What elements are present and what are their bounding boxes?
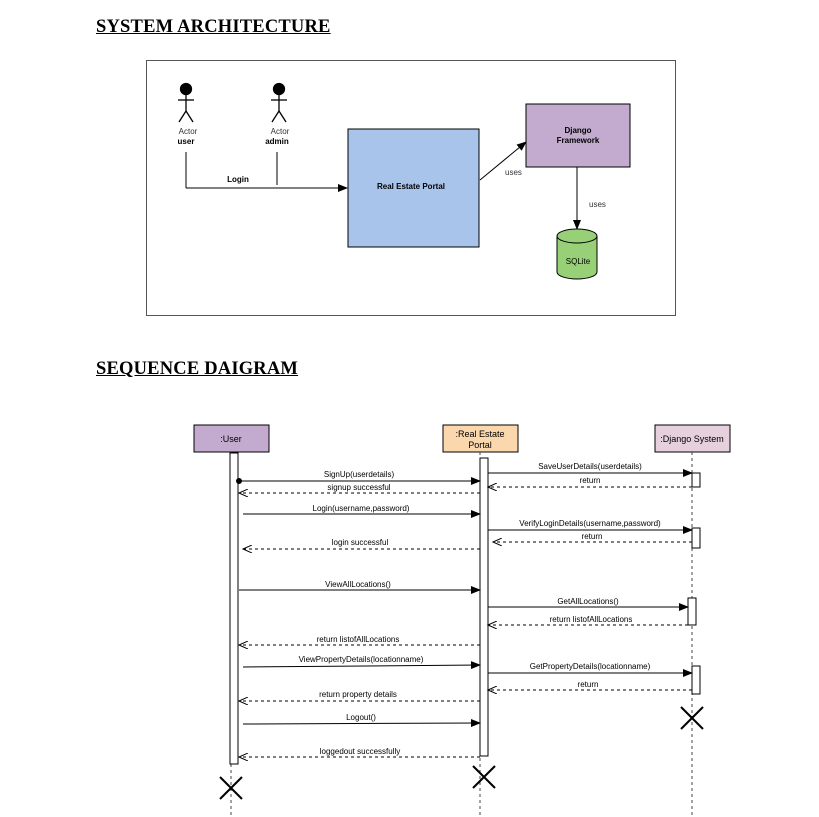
django-label-line1: Django bbox=[564, 126, 591, 135]
lifeline-portal-label-line1: :Real Estate bbox=[455, 429, 504, 439]
django-activation-1 bbox=[691, 472, 701, 488]
actor-admin bbox=[271, 82, 287, 123]
django-label-line2: Framework bbox=[557, 136, 600, 145]
real-estate-portal-label: Real Estate Portal bbox=[377, 182, 445, 191]
msg-view-property-details: ViewPropertyDetails(locationname) bbox=[299, 655, 424, 664]
msg-signup-successful: signup successful bbox=[327, 483, 390, 492]
actor-user bbox=[178, 82, 194, 123]
msg-logout: Logout() bbox=[346, 713, 376, 722]
django-activation-2 bbox=[691, 527, 701, 549]
msg-signup: SignUp(userdetails) bbox=[324, 470, 395, 479]
sequence-heading: SEQUENCE DAIGRAM bbox=[96, 359, 299, 379]
actor-admin-name: admin bbox=[265, 137, 289, 146]
msg-verify-login: VerifyLoginDetails(username,password) bbox=[519, 519, 661, 528]
actor-user-name: user bbox=[178, 137, 195, 146]
msg-get-all-locations: GetAllLocations() bbox=[557, 597, 619, 606]
django-activation-3 bbox=[687, 597, 697, 626]
lifeline-portal-label-line2: Portal bbox=[468, 440, 492, 450]
msg-loggedout-successfully: loggedout successfully bbox=[320, 747, 401, 756]
msg-return-3: return bbox=[578, 680, 599, 689]
msg-return-list-django: return listofAllLocations bbox=[550, 615, 633, 624]
msg-login: Login(username,password) bbox=[313, 504, 410, 513]
lifeline-portal-head bbox=[442, 424, 519, 453]
lifeline-dashes bbox=[230, 452, 693, 815]
portal-activation bbox=[479, 457, 489, 757]
uses-label-2: uses bbox=[589, 200, 606, 209]
login-label: Login bbox=[227, 175, 249, 184]
actor-user-role: Actor bbox=[179, 127, 198, 136]
message-arrows bbox=[236, 469, 693, 757]
uses-label-1: uses bbox=[505, 168, 522, 177]
real-estate-portal-box bbox=[347, 128, 480, 248]
django-activation-4 bbox=[691, 665, 701, 695]
lifeline-django-head bbox=[654, 424, 731, 453]
portal-uses-django-arrow bbox=[479, 141, 527, 181]
lifeline-django-label: :Django System bbox=[660, 434, 724, 444]
msg-get-property-details: GetPropertyDetails(locationname) bbox=[530, 662, 651, 671]
msg-return-list-portal: return listofAllLocations bbox=[317, 635, 400, 644]
lifeline-user-label: :User bbox=[220, 434, 242, 444]
msg-login-successful: login successful bbox=[332, 538, 389, 547]
msg-save-user-details: SaveUserDetails(userdetails) bbox=[538, 462, 642, 471]
msg-view-all-locations: ViewAllLocations() bbox=[325, 580, 391, 589]
actor-admin-role: Actor bbox=[271, 127, 290, 136]
django-framework-box bbox=[525, 103, 631, 168]
user-activation bbox=[229, 452, 239, 765]
msg-return-property-details: return property details bbox=[319, 690, 397, 699]
msg-return-1: return bbox=[580, 476, 601, 485]
sqlite-database bbox=[556, 228, 598, 280]
msg-return-2: return bbox=[582, 532, 603, 541]
destroy-marks bbox=[219, 706, 704, 800]
sqlite-label: SQLite bbox=[566, 257, 591, 266]
lifeline-user-head bbox=[193, 424, 270, 453]
architecture-heading: SYSTEM ARCHITECTURE bbox=[96, 17, 331, 37]
